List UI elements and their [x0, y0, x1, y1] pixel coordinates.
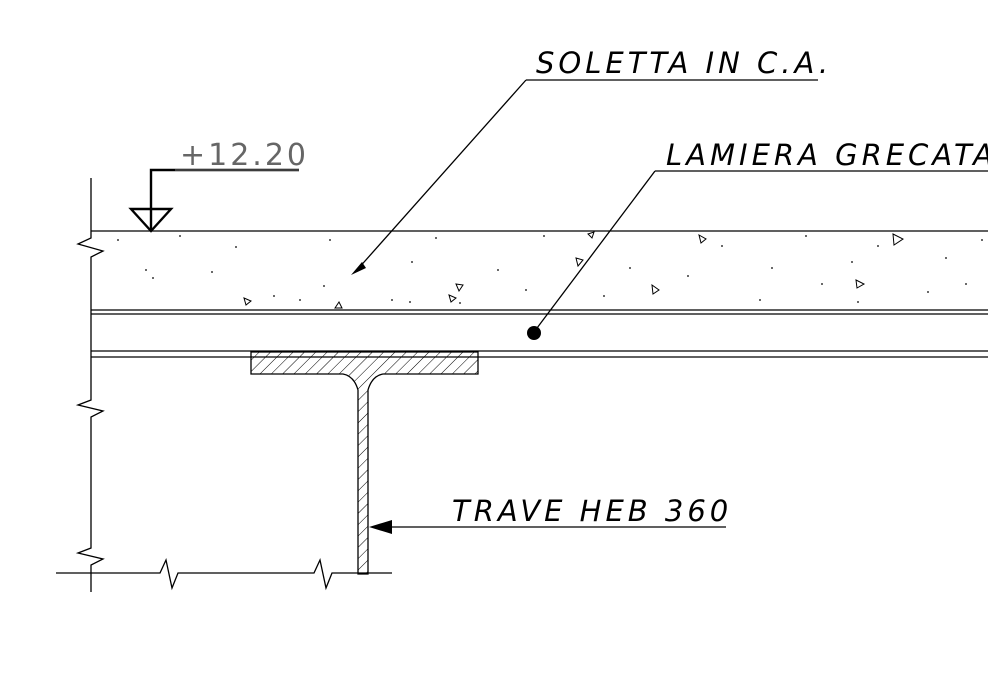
slab-label: SOLETTA IN C.A. — [536, 46, 832, 80]
elevation-marker: +12.20 — [128, 138, 309, 233]
concrete-stipple — [117, 235, 983, 304]
aggregate-triangles — [243, 231, 904, 309]
concrete-slab — [91, 230, 988, 311]
deck-callout-dot — [527, 326, 541, 340]
left-wall-break-line — [75, 178, 105, 592]
deck-label: LAMIERA GRECATA — [666, 138, 988, 172]
steel-deck — [91, 313, 988, 358]
bottom-break-line — [56, 557, 392, 591]
slab-callout: SOLETTA IN C.A. — [351, 46, 832, 275]
beam-callout: TRAVE HEB 360 — [369, 494, 732, 534]
beam-label: TRAVE HEB 360 — [452, 494, 732, 528]
deck-callout: LAMIERA GRECATA — [527, 138, 988, 340]
elevation-value: +12.20 — [180, 138, 309, 173]
steel-beam-heb — [250, 351, 479, 575]
